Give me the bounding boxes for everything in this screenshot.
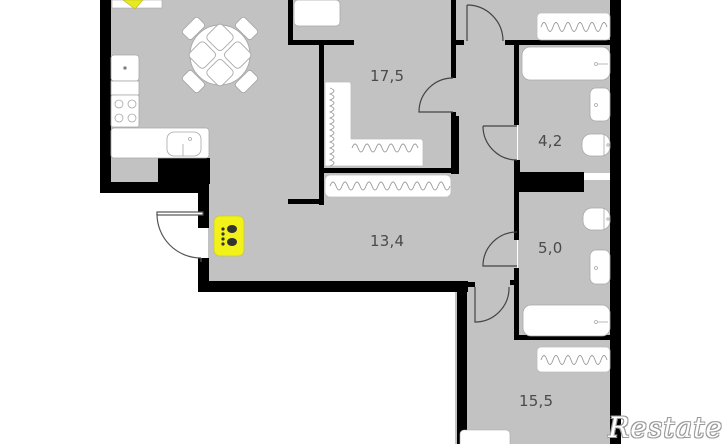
bed-fixture	[459, 429, 511, 444]
room-area-bathroom-2: 5,0	[538, 239, 563, 257]
watermark-logo: Restate	[608, 411, 723, 444]
kitchen-fixtures	[110, 54, 210, 159]
room-area-hallway: 13,4	[370, 232, 405, 250]
interior-doors	[418, 4, 518, 323]
yellow-marker-icon	[122, 0, 144, 10]
walls	[100, 0, 621, 444]
bathroom-1-fixtures	[521, 46, 611, 157]
wardrobe	[324, 81, 424, 167]
room-area-bedroom-2: 15,5	[519, 392, 554, 410]
balcony-marker	[111, 0, 163, 10]
radiators	[324, 12, 611, 373]
dining-table	[181, 16, 259, 94]
small-fixture	[293, 0, 341, 27]
footprints-icon	[213, 215, 245, 257]
bathroom-2-fixtures	[522, 207, 611, 337]
room-area-bedroom-1: 17,5	[370, 67, 405, 85]
entry-door	[156, 211, 204, 262]
room-area-bathroom-1: 4,2	[538, 132, 563, 150]
